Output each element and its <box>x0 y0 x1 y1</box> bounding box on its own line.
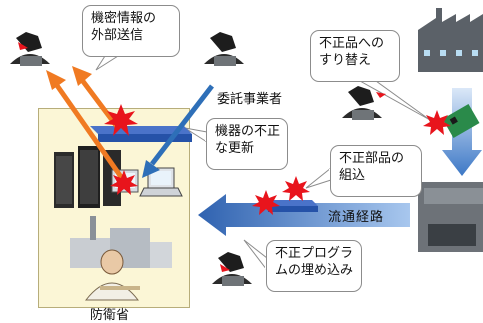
hacker-icon <box>10 32 50 66</box>
burst-board <box>423 110 451 135</box>
laptop-icon <box>139 167 183 197</box>
callout-parts-install-line1: 不正部品の <box>339 151 405 166</box>
callout-parts-install-tail <box>305 166 332 189</box>
blue-update-arrow <box>142 84 214 178</box>
hacker-icon <box>204 32 244 66</box>
hacker-icon <box>342 86 386 120</box>
callout-unauthorized-update-line2: な更新 <box>215 141 255 156</box>
callout-program-embed: 不正プログラ ムの埋め込み <box>266 240 362 292</box>
label-contractor: 委託事業者 <box>217 92 283 107</box>
red-bursts <box>104 104 451 215</box>
callout-parts-install: 不正部品の 組込 <box>330 145 422 197</box>
callout-unauthorized-update-line1: 機器の不正 <box>215 124 281 139</box>
callout-parts-install-line2: 組込 <box>339 168 366 183</box>
factory-icon <box>418 8 483 72</box>
server-rack-icon <box>54 146 121 208</box>
callout-program-embed-tail <box>243 239 268 272</box>
callout-secret-leak-line1: 機密情報の <box>91 11 157 26</box>
callout-parts-swap-line1: 不正品への <box>319 36 385 51</box>
city-buildings-icon <box>70 216 172 268</box>
callout-unauthorized-update: 機器の不正 な更新 <box>206 118 288 170</box>
callout-secret-leak-tail <box>95 55 120 71</box>
label-ministry: 防衛省 <box>90 308 130 323</box>
callout-parts-swap: 不正品への すり替え <box>310 30 400 82</box>
label-distribution-route: 流通経路 <box>328 210 385 225</box>
burst-route-1 <box>252 190 280 215</box>
hacker-icon <box>212 252 252 286</box>
official-person-icon <box>84 249 140 301</box>
callout-secret-leak: 機密情報の 外部送信 <box>82 5 180 57</box>
callout-program-embed-line2: ムの埋め込み <box>275 263 354 278</box>
burst-switch <box>104 104 138 136</box>
distribution-arrow <box>198 194 410 236</box>
callout-secret-leak-line2: 外部送信 <box>91 28 144 43</box>
callout-parts-swap-line2: すり替え <box>319 53 372 68</box>
machine-icon <box>418 182 483 252</box>
burst-pc <box>110 170 138 195</box>
burst-route-2 <box>282 176 310 201</box>
circuit-board-icon <box>442 103 480 139</box>
callout-program-embed-line1: 不正プログラ <box>275 246 354 261</box>
